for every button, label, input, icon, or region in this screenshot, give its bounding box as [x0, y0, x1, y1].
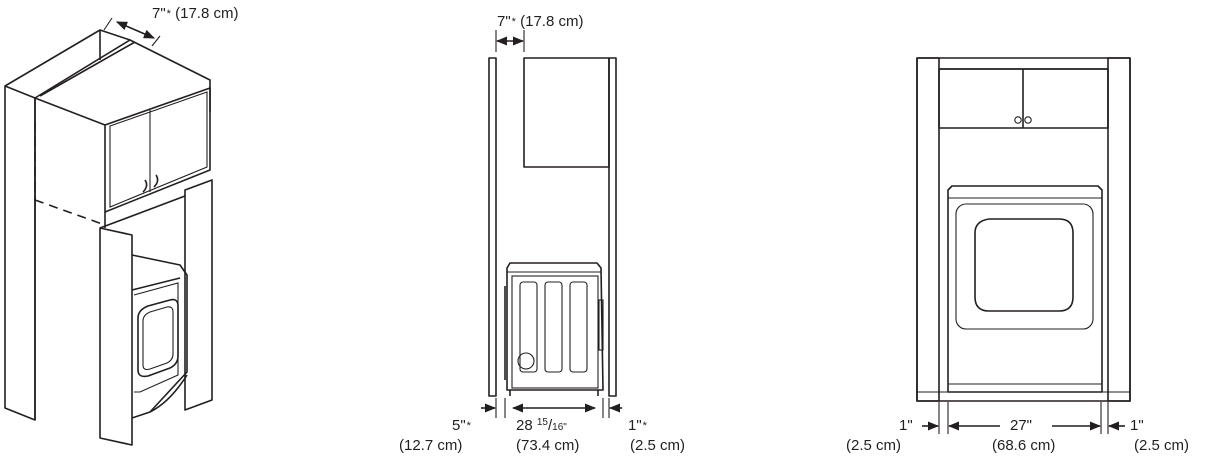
side-top-depth-metric: (17.8 cm) [520, 13, 584, 30]
iso-top-depth-value: 7" [152, 5, 166, 22]
side-rear-gap-metric: (12.7 cm) [399, 437, 463, 454]
side-view [481, 30, 622, 418]
iso-top-depth-label: 7"* (17.8 cm) [152, 6, 238, 21]
side-top-depth-value: 7" [497, 13, 511, 30]
side-front-gap-value: 1" [628, 417, 642, 434]
side-depth-label: 28 15/16" [516, 417, 567, 434]
side-top-depth-mark: * [511, 16, 516, 28]
front-right-gap-metric: (2.5 cm) [1134, 437, 1190, 454]
front-width-metric: (68.6 cm) [992, 437, 1056, 454]
side-front-gap-mark: * [642, 420, 647, 432]
side-rear-gap-label: 5"* [452, 418, 471, 433]
iso-top-depth-mark: * [166, 8, 171, 20]
iso-view [4, 17, 213, 446]
side-depth-denominator: 16" [552, 422, 567, 433]
side-top-depth-label: 7"* (17.8 cm) [497, 14, 583, 29]
front-view [916, 57, 1131, 434]
side-rear-gap-value: 5" [452, 417, 466, 434]
side-front-gap-metric: (2.5 cm) [630, 437, 686, 454]
side-rear-gap-mark: * [466, 420, 471, 432]
side-depth-numerator: 15 [536, 417, 548, 428]
side-depth-metric: (73.4 cm) [516, 437, 580, 454]
side-front-gap-label: 1"* [628, 418, 647, 433]
side-depth-whole: 28 [516, 417, 533, 434]
front-left-gap-label: 1" [899, 417, 913, 434]
front-width-label: 27" [1010, 417, 1033, 434]
iso-top-depth-metric: (17.8 cm) [175, 5, 239, 22]
front-right-gap-label: 1" [1130, 417, 1144, 434]
front-left-gap-metric: (2.5 cm) [846, 437, 902, 454]
